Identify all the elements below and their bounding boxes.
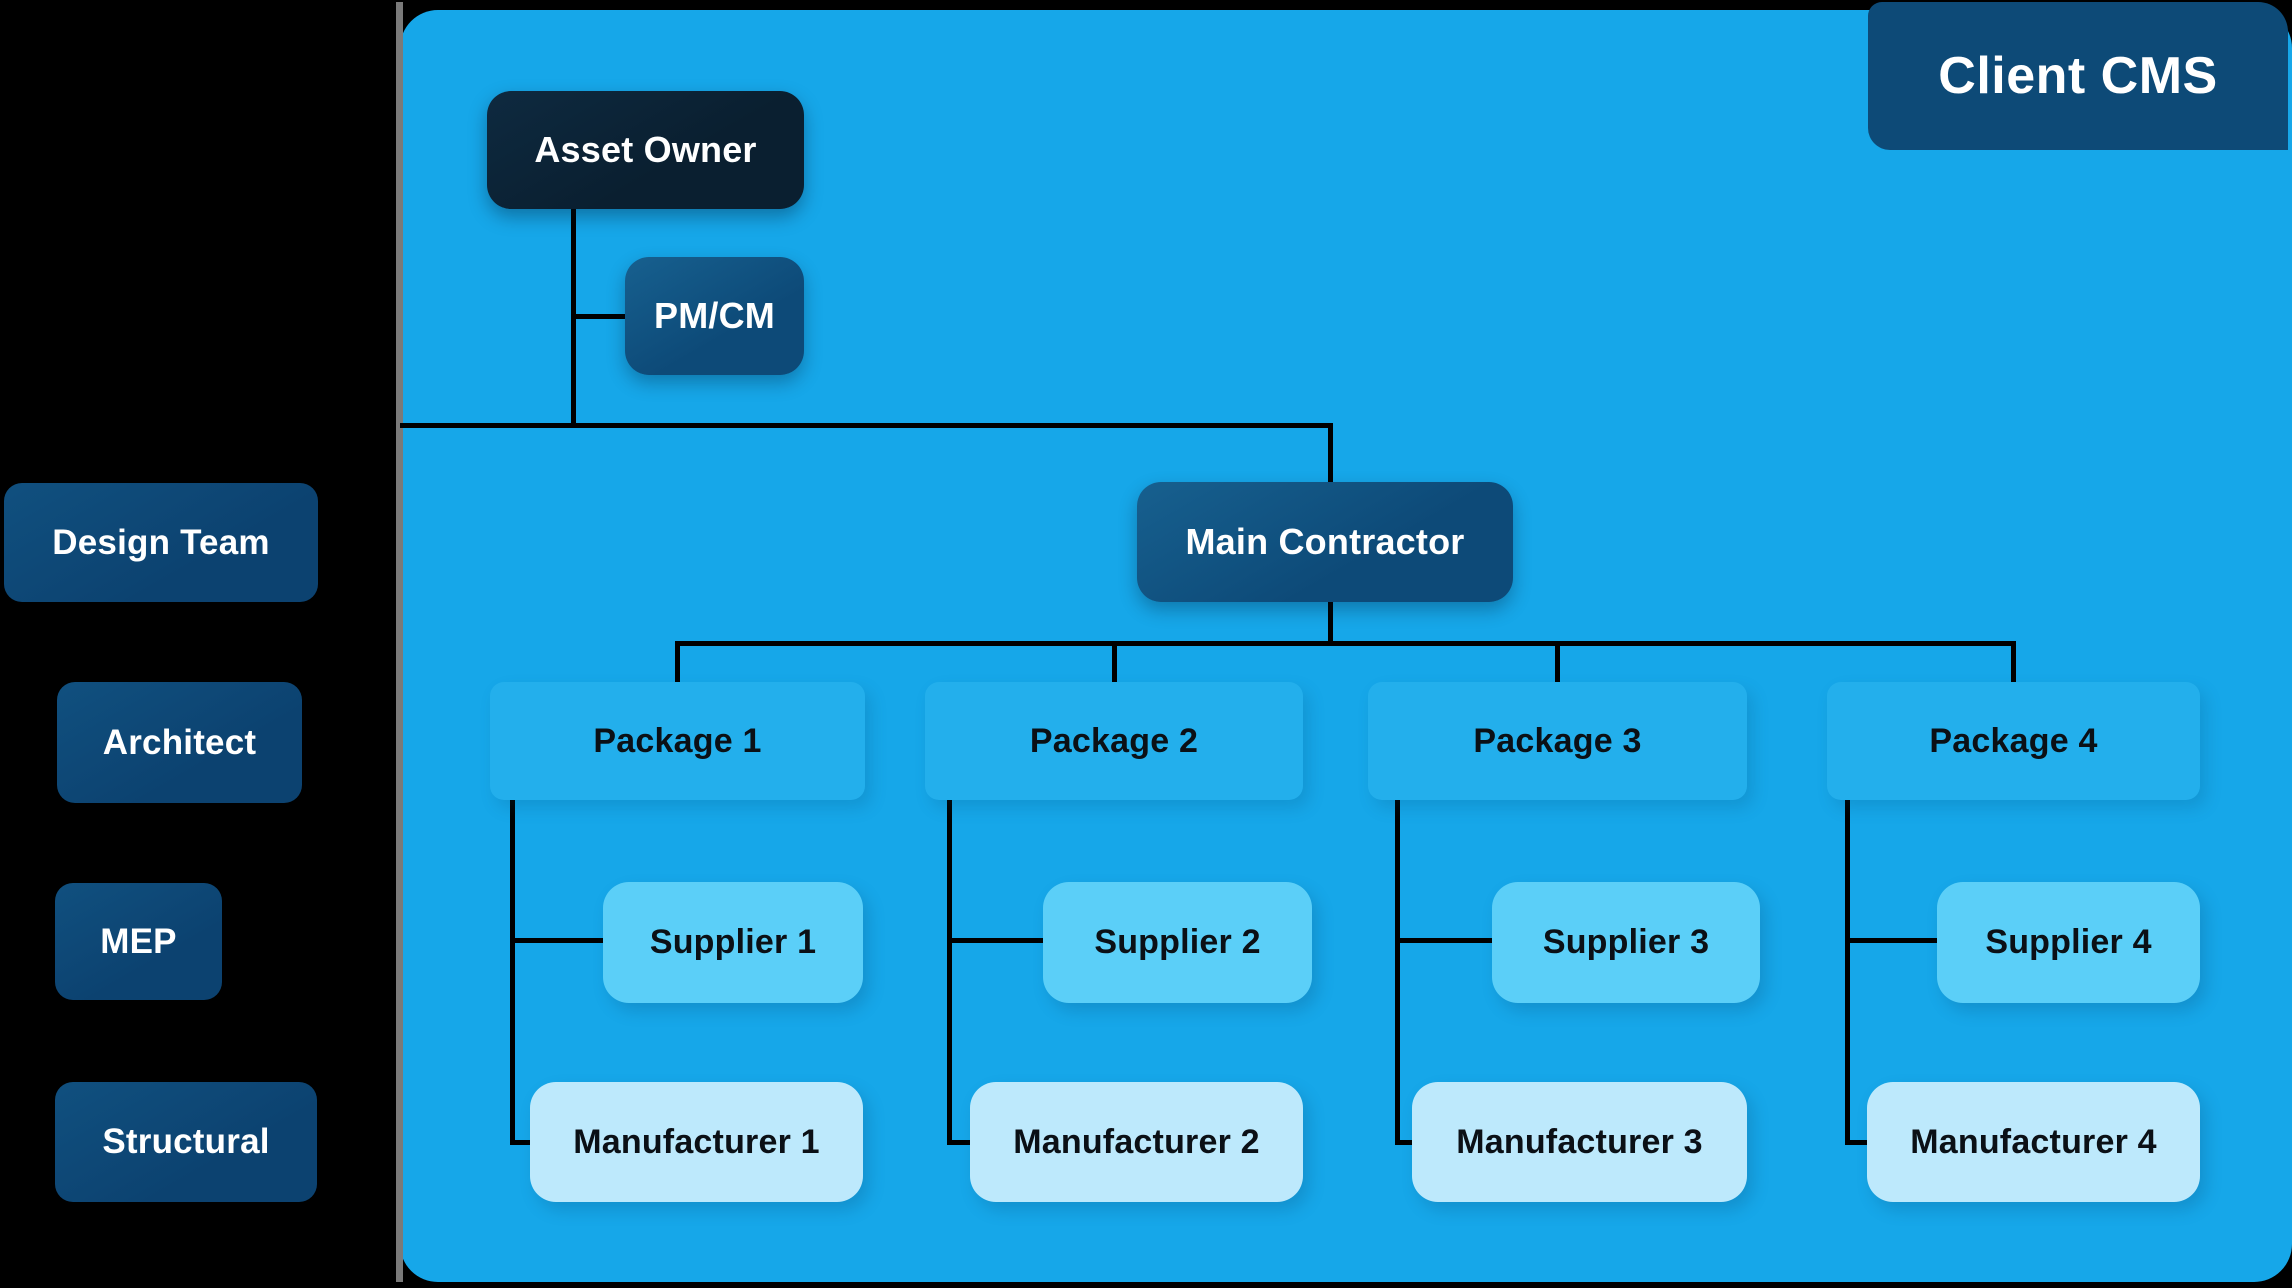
connector-package2-drop <box>1112 641 1117 682</box>
manufacturer-1-label: Manufacturer 1 <box>573 1122 820 1161</box>
connector-package4-drop <box>2011 641 2016 682</box>
package-3-label: Package 3 <box>1473 721 1642 760</box>
main-contractor-node: Main Contractor <box>1137 482 1513 602</box>
supplier-2-label: Supplier 2 <box>1094 923 1261 961</box>
package-2-label: Package 2 <box>1029 721 1199 760</box>
manufacturer-4-label: Manufacturer 4 <box>1910 1122 2157 1161</box>
connector-col3-supplier-branch <box>1395 938 1492 943</box>
connector-col4-manufacturer-branch <box>1845 1140 1871 1145</box>
manufacturer-4-node: Manufacturer 4 <box>1867 1082 2200 1202</box>
package-4-label: Package 4 <box>1929 721 2098 760</box>
sidebar-item-mep: MEP <box>55 883 222 1000</box>
connector-col1-vertical <box>510 800 515 1145</box>
connector-col2-vertical <box>947 800 952 1145</box>
supplier-4-label: Supplier 4 <box>1985 923 2152 961</box>
sidebar-item-architect: Architect <box>57 682 302 803</box>
package-4-node: Package 4 <box>1827 682 2200 800</box>
connector-main-horizontal <box>400 423 1333 428</box>
mep-label: MEP <box>100 921 177 961</box>
diagram-panel <box>400 10 2292 1282</box>
sidebar-item-design-team: Design Team <box>4 483 318 602</box>
connector-package1-drop <box>675 641 680 682</box>
package-1-node: Package 1 <box>490 682 865 800</box>
pm-cm-node: PM/CM <box>625 257 804 375</box>
supplier-2-node: Supplier 2 <box>1043 882 1312 1003</box>
sidebar-item-structural: Structural <box>55 1082 317 1202</box>
manufacturer-2-label: Manufacturer 2 <box>1013 1122 1260 1161</box>
main-contractor-label: Main Contractor <box>1185 521 1465 562</box>
manufacturer-2-node: Manufacturer 2 <box>970 1082 1303 1202</box>
structural-label: Structural <box>102 1122 270 1161</box>
connector-package3-drop <box>1555 641 1560 682</box>
connector-col4-supplier-branch <box>1845 938 1937 943</box>
pm-cm-label: PM/CM <box>654 295 775 336</box>
connector-distribution <box>675 641 2016 646</box>
connector-col3-manufacturer-branch <box>1395 1140 1416 1145</box>
package-1-label: Package 1 <box>593 721 762 760</box>
connector-col1-supplier-branch <box>510 938 603 943</box>
package-2-node: Package 2 <box>925 682 1303 800</box>
connector-pmcm-branch <box>571 314 625 319</box>
supplier-1-node: Supplier 1 <box>603 882 863 1003</box>
manufacturer-3-node: Manufacturer 3 <box>1412 1082 1747 1202</box>
connector-col1-manufacturer-branch <box>510 1140 534 1145</box>
package-3-node: Package 3 <box>1368 682 1747 800</box>
connector-col2-supplier-branch <box>947 938 1043 943</box>
supplier-1-label: Supplier 1 <box>649 923 817 961</box>
supplier-3-label: Supplier 3 <box>1542 923 1710 961</box>
panel-edge-line <box>396 2 403 1282</box>
asset-owner-node: Asset Owner <box>487 91 804 209</box>
architect-label: Architect <box>102 722 257 762</box>
asset-owner-label: Asset Owner <box>534 129 757 170</box>
manufacturer-3-label: Manufacturer 3 <box>1456 1122 1703 1161</box>
supplier-4-node: Supplier 4 <box>1937 882 2200 1003</box>
connector-col3-vertical <box>1395 800 1400 1145</box>
client-cms-title-box: Client CMS <box>1868 2 2288 150</box>
connector-maincontractor-down <box>1328 602 1333 646</box>
connector-maincontractor-drop <box>1328 423 1333 482</box>
connector-col2-manufacturer-branch <box>947 1140 974 1145</box>
client-cms-title: Client CMS <box>1938 47 2218 105</box>
supplier-3-node: Supplier 3 <box>1492 882 1760 1003</box>
manufacturer-1-node: Manufacturer 1 <box>530 1082 863 1202</box>
connector-col4-vertical <box>1845 800 1850 1145</box>
design-team-label: Design Team <box>52 522 270 562</box>
